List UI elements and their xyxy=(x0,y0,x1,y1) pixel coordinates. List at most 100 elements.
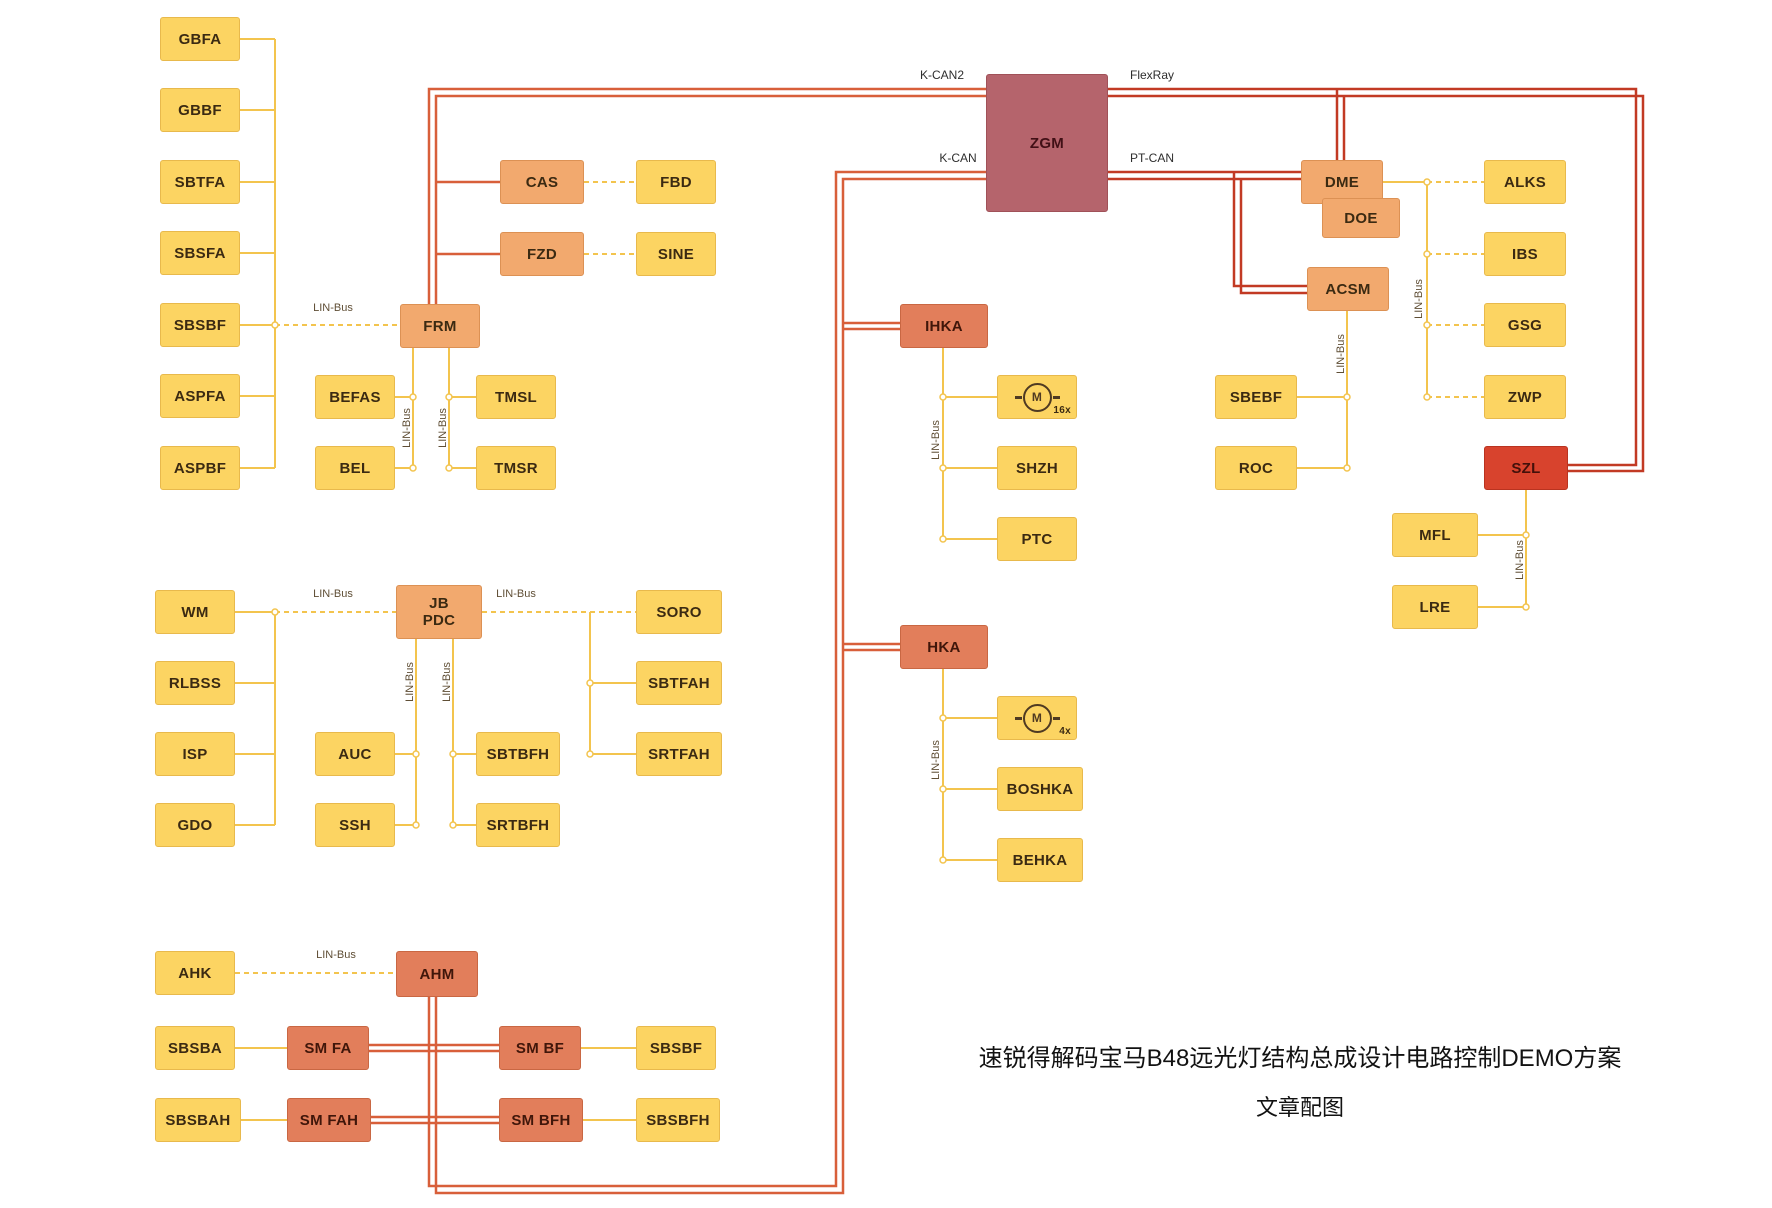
node-label: MFL xyxy=(1419,526,1451,544)
node-label: SM BF xyxy=(515,1039,565,1057)
node-acsm: ACSM xyxy=(1307,267,1389,311)
node-zwp: ZWP xyxy=(1484,375,1566,419)
node-label: SM FA xyxy=(304,1039,352,1057)
node-soro: SORO xyxy=(636,590,722,634)
node-ssh: SSH xyxy=(315,803,395,847)
node-label: RLBSS xyxy=(168,674,222,692)
node-label: SSH xyxy=(339,816,371,834)
node-label: FZD xyxy=(526,245,558,263)
node-befas: BEFAS xyxy=(315,375,395,419)
node-label: FBD xyxy=(660,173,692,191)
node-gdo: GDO xyxy=(155,803,235,847)
node-smfa: SM FA xyxy=(287,1026,369,1070)
node-fbd: FBD xyxy=(636,160,716,204)
node-smbfh: SM BFH xyxy=(499,1098,583,1142)
node-label: GBFA xyxy=(178,30,222,48)
lin-bus-label-5: LIN-Bus xyxy=(401,408,413,448)
node-label: ACSM xyxy=(1325,280,1371,298)
node-ibs: IBS xyxy=(1484,232,1566,276)
node-label: TMSR xyxy=(494,459,538,477)
node-ahm: AHM xyxy=(396,951,478,997)
node-label: SM FAH xyxy=(299,1111,359,1129)
node-smbf: SM BF xyxy=(499,1026,581,1070)
node-label: SBSBF xyxy=(173,316,227,334)
k-can-bus xyxy=(369,170,986,1195)
node-roc: ROC xyxy=(1215,446,1297,490)
node-label: GSG xyxy=(1507,316,1543,334)
node-label: GDO xyxy=(177,816,213,834)
node-label: SRTFAH xyxy=(648,745,710,763)
node-fzd: FZD xyxy=(500,232,584,276)
node-boshka: BOSHKA xyxy=(997,767,1083,811)
node-label: FRM xyxy=(423,317,457,335)
node-tmsl: TMSL xyxy=(476,375,556,419)
node-label: ASPBF xyxy=(173,459,227,477)
node-mfl: MFL xyxy=(1392,513,1478,557)
node-label: SZL xyxy=(1511,459,1541,477)
node-sbebf: SBEBF xyxy=(1215,375,1297,419)
node-label: AUC xyxy=(338,745,372,763)
node-isp: ISP xyxy=(155,732,235,776)
lin-bus-label-7: LIN-Bus xyxy=(404,662,416,702)
motor-count: 16x xyxy=(1053,405,1071,416)
caption-line-1: 速锐得解码宝马B48远光灯结构总成设计电路控制DEMO方案 xyxy=(978,1045,1622,1072)
node-label: LRE xyxy=(1419,598,1451,616)
node-szl: SZL xyxy=(1484,446,1568,490)
bus-label-kcan: K-CAN xyxy=(939,151,977,165)
lin-bus-label-10: LIN-Bus xyxy=(930,740,942,780)
node-tmsr: TMSR xyxy=(476,446,556,490)
node-gbfa: GBFA xyxy=(160,17,240,61)
node-srtbfh: SRTBFH xyxy=(476,803,560,847)
node-label: SHZH xyxy=(1015,459,1059,477)
node-cas: CAS xyxy=(500,160,584,204)
lin-bus-label-4: LIN-Bus xyxy=(316,949,356,961)
node-label: BEHKA xyxy=(1012,851,1068,869)
node-sbsfa: SBSFA xyxy=(160,231,240,275)
node-wm: WM xyxy=(155,590,235,634)
node-label: SBSBF xyxy=(649,1039,703,1057)
node-label: ISP xyxy=(182,745,208,763)
node-label: SRTBFH xyxy=(486,816,550,834)
node-bel: BEL xyxy=(315,446,395,490)
node-sbsba: SBSBA xyxy=(155,1026,235,1070)
node-gsg: GSG xyxy=(1484,303,1566,347)
lin-bus-label-6: LIN-Bus xyxy=(437,408,449,448)
node-doe: DOE xyxy=(1322,198,1400,238)
lin-bus-label-9: LIN-Bus xyxy=(930,420,942,460)
node-label: PTC xyxy=(1021,530,1053,548)
node-label: HKA xyxy=(927,638,961,656)
node-aspbf: ASPBF xyxy=(160,446,240,490)
bus-label-flexray: FlexRay xyxy=(1129,68,1175,82)
node-auc: AUC xyxy=(315,732,395,776)
node-label: WM xyxy=(181,603,209,621)
node-label: DOE xyxy=(1344,209,1378,227)
lin-bus-label-3: LIN-Bus xyxy=(496,588,536,600)
node-gbbf: GBBF xyxy=(160,88,240,132)
node-label: ALKS xyxy=(1503,173,1547,191)
node-label: SBTFAH xyxy=(648,674,710,692)
motor-count: 4x xyxy=(1059,726,1071,737)
lin-bus-label-12: LIN-Bus xyxy=(1413,279,1425,319)
node-ihka: IHKA xyxy=(900,304,988,348)
motor-icon: M xyxy=(1014,703,1060,733)
bus-label-kcan2: K-CAN2 xyxy=(919,68,965,82)
node-label: GBBF xyxy=(178,101,222,119)
node-sbsbfh: SBSBFH xyxy=(636,1098,720,1142)
motor-icon: M xyxy=(1014,382,1060,412)
node-label: SINE xyxy=(657,245,695,263)
node-sine: SINE xyxy=(636,232,716,276)
node-frm: FRM xyxy=(400,304,480,348)
node-sbtbfh: SBTBFH xyxy=(476,732,560,776)
node-label: AHM xyxy=(419,965,455,983)
node-label: SBSFA xyxy=(174,244,226,262)
node-label: ASPFA xyxy=(174,387,226,405)
node-shzh: SHZH xyxy=(997,446,1077,490)
node-sbsbf: SBSBF xyxy=(160,303,240,347)
node-ptc: PTC xyxy=(997,517,1077,561)
node-lre: LRE xyxy=(1392,585,1478,629)
node-smfah: SM FAH xyxy=(287,1098,371,1142)
node-sbtfah: SBTFAH xyxy=(636,661,722,705)
node-label: IBS xyxy=(1512,245,1538,263)
